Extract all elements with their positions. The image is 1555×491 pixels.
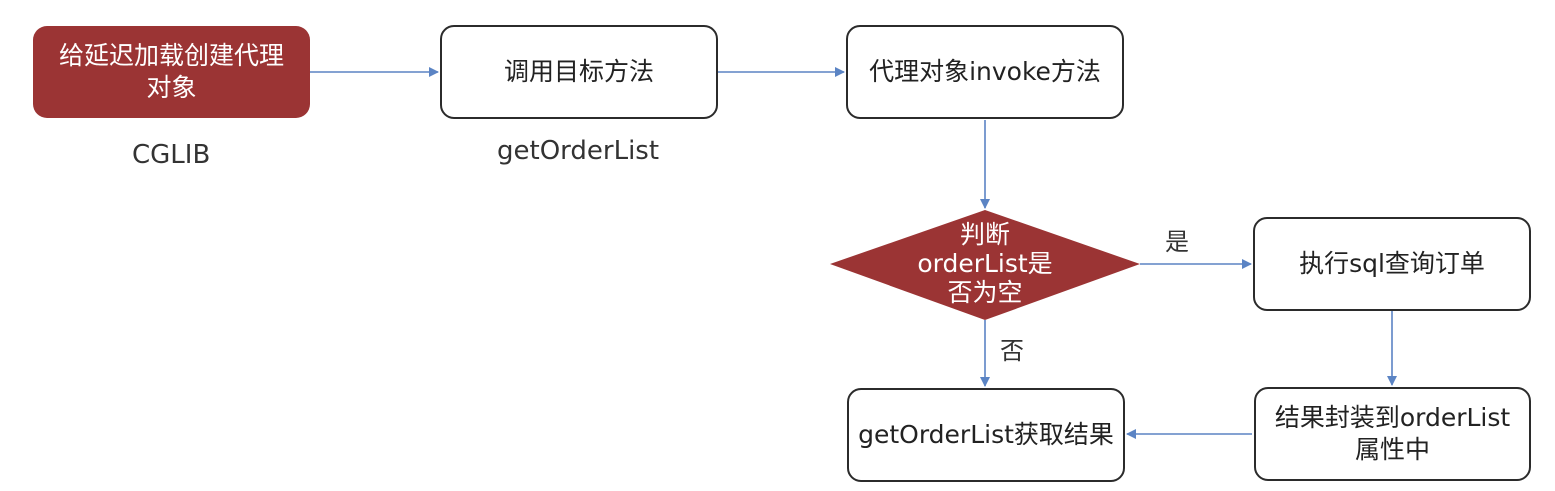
- decision-label-line1: 判断: [959, 220, 1010, 249]
- create-proxy-node: 给延迟加载创建代理 对象: [33, 26, 310, 118]
- get-result-label: getOrderList获取结果: [858, 420, 1114, 449]
- proxy-invoke-node: 代理对象invoke方法: [846, 25, 1124, 119]
- call-target-method-label: 调用目标方法: [503, 57, 654, 86]
- wrap-result-label-line2: 属性中: [1354, 435, 1430, 464]
- wrap-result-label-line1: 结果封装到orderList: [1274, 403, 1511, 432]
- create-proxy-label-line2: 对象: [146, 73, 197, 102]
- decision-label-line3: 否为空: [947, 278, 1023, 307]
- method-name-caption: getOrderList: [497, 136, 660, 166]
- exec-sql-node: 执行sql查询订单: [1253, 217, 1531, 311]
- create-proxy-label-line1: 给延迟加载创建代理: [58, 41, 284, 70]
- cglib-caption: CGLIB: [132, 140, 211, 170]
- yes-label: 是: [1165, 228, 1189, 256]
- exec-sql-label: 执行sql查询订单: [1299, 249, 1485, 278]
- decision-label: 判断 orderList是 否为空: [880, 220, 1090, 307]
- decision-diamond: [830, 210, 1140, 320]
- wrap-result-node: 结果封装到orderList 属性中: [1254, 387, 1531, 481]
- proxy-invoke-label: 代理对象invoke方法: [869, 57, 1101, 86]
- no-label: 否: [1000, 337, 1024, 365]
- get-result-node: getOrderList获取结果: [847, 388, 1125, 482]
- call-target-method-node: 调用目标方法: [440, 25, 718, 119]
- decision-label-line2: orderList是: [917, 249, 1053, 278]
